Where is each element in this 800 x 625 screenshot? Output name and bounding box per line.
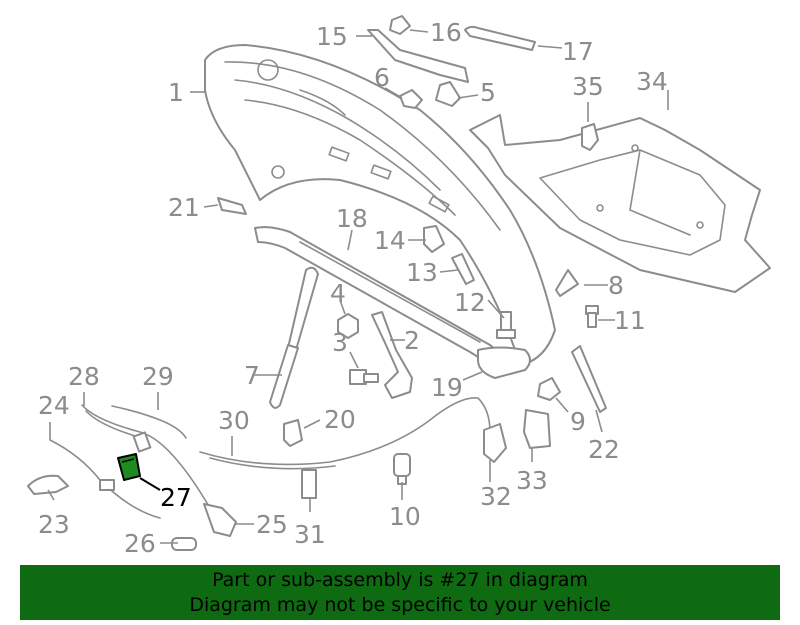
part-21-pad[interactable] <box>217 197 247 215</box>
part-5-clip[interactable] <box>435 81 461 107</box>
callout-7: 7 <box>244 361 260 390</box>
part-27-highlighted[interactable] <box>117 453 141 481</box>
callout-34: 34 <box>636 67 668 96</box>
part-2-hinge[interactable] <box>371 311 413 399</box>
part-20-bumper[interactable] <box>283 419 303 447</box>
part-30-cable[interactable] <box>199 397 491 470</box>
part-10-bumper[interactable] <box>393 453 411 485</box>
part-19-bracket[interactable] <box>477 346 531 379</box>
callout-35: 35 <box>572 72 604 101</box>
part-14-bracket[interactable] <box>423 225 445 253</box>
banner-line-part: Part or sub-assembly is #27 in diagram <box>212 569 588 591</box>
callout-27-highlighted: 27 <box>160 483 192 512</box>
callout-11: 11 <box>614 306 646 335</box>
callout-labels: 1 2 3 4 5 6 7 8 9 10 11 12 13 14 15 16 1… <box>38 18 668 558</box>
info-banner: Part or sub-assembly is #27 in diagram D… <box>20 565 780 620</box>
callout-20: 20 <box>324 405 356 434</box>
callout-33: 33 <box>516 466 548 495</box>
callout-15: 15 <box>316 22 348 51</box>
part-33-latch[interactable] <box>523 409 551 449</box>
part-16-clip[interactable] <box>389 15 411 35</box>
part-12-stud[interactable] <box>496 311 516 339</box>
callout-8: 8 <box>608 271 624 300</box>
part-3-bolt[interactable] <box>349 369 379 385</box>
parts-diagram: 1 2 3 4 5 6 7 8 9 10 11 12 13 14 15 16 1… <box>27 15 771 558</box>
callout-3: 3 <box>332 328 348 357</box>
callout-16: 16 <box>430 18 462 47</box>
callout-10: 10 <box>389 502 421 531</box>
callout-32: 32 <box>480 482 512 511</box>
callout-22: 22 <box>588 435 620 464</box>
callout-19: 19 <box>431 373 463 402</box>
callout-29: 29 <box>142 362 174 391</box>
part-25-latch[interactable] <box>203 503 237 537</box>
part-6-clip[interactable] <box>399 89 423 109</box>
part-8-bracket[interactable] <box>555 269 579 297</box>
part-9-bracket[interactable] <box>537 377 561 401</box>
part-7-strut[interactable] <box>269 266 319 409</box>
part-22-trim[interactable] <box>571 345 607 413</box>
callout-9: 9 <box>570 407 586 436</box>
part-29-cable[interactable] <box>111 405 187 453</box>
callout-28: 28 <box>68 362 100 391</box>
callout-5: 5 <box>480 78 496 107</box>
part-13-bracket[interactable] <box>451 253 475 285</box>
part-11-screw[interactable] <box>585 305 599 328</box>
callout-17: 17 <box>562 37 594 66</box>
part-15-strip[interactable] <box>367 29 469 83</box>
part-32-bracket[interactable] <box>483 423 507 463</box>
banner-line-disclaimer: Diagram may not be specific to your vehi… <box>189 594 611 616</box>
part-23-pad[interactable] <box>27 474 69 495</box>
callout-21: 21 <box>168 193 200 222</box>
part-4-nut[interactable] <box>337 313 359 339</box>
callout-25: 25 <box>256 510 288 539</box>
part-35-clip[interactable] <box>581 123 599 151</box>
callout-4: 4 <box>330 279 346 308</box>
part-26-bolt[interactable] <box>171 537 197 551</box>
part-34-insulator[interactable] <box>469 114 771 293</box>
callout-24: 24 <box>38 391 70 420</box>
part-31-block[interactable] <box>301 469 317 499</box>
callout-12: 12 <box>454 288 486 317</box>
part-17-strip[interactable] <box>464 25 536 51</box>
callout-1: 1 <box>168 78 184 107</box>
callout-6: 6 <box>374 63 390 92</box>
callout-18: 18 <box>336 204 368 233</box>
callout-30: 30 <box>218 406 250 435</box>
callout-31: 31 <box>294 520 326 549</box>
callout-26: 26 <box>124 529 156 558</box>
part-24-cable[interactable] <box>49 439 161 519</box>
callout-2: 2 <box>404 326 420 355</box>
callout-14: 14 <box>374 226 406 255</box>
callout-13: 13 <box>406 258 438 287</box>
callout-23: 23 <box>38 510 70 539</box>
leader-lines <box>47 29 669 544</box>
